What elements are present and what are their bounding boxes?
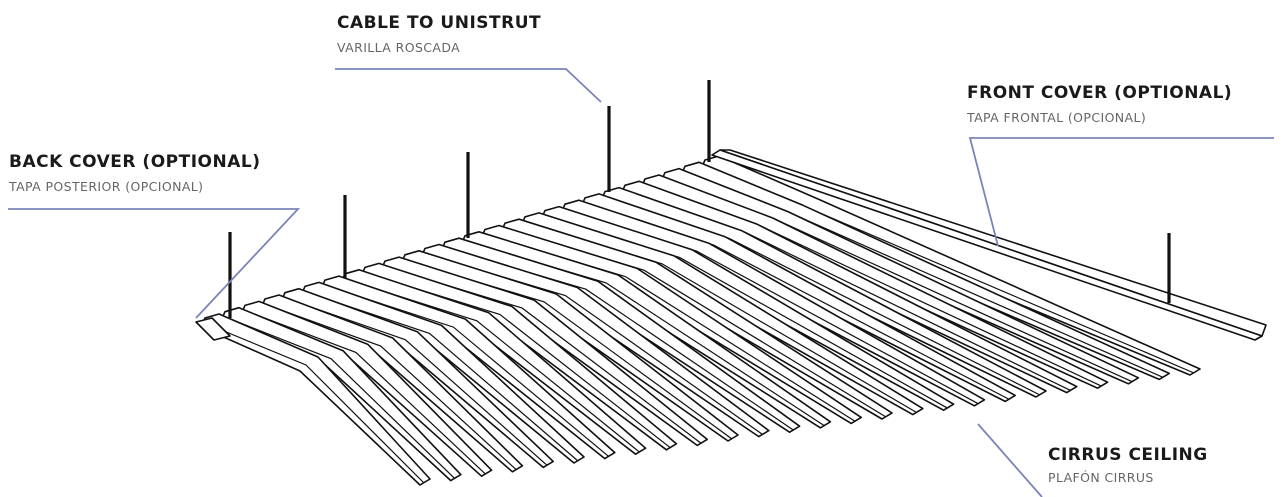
callout-front-cover: FRONT COVER (OPTIONAL) TAPA FRONTAL (OPC… [966,83,1232,125]
callout-cable: CABLE TO UNISTRUT VARILLA ROSCADA [337,13,541,55]
leader-back-cover [8,208,301,319]
leader-front-cover [968,137,1274,247]
front-cover-subtitle: TAPA FRONTAL (OPCIONAL) [966,110,1146,125]
blade-edge [246,310,487,475]
back-cover-panel [195,317,231,341]
front-cover-title: FRONT COVER (OPTIONAL) [967,83,1232,103]
callout-ceiling: CIRRUS CEILING PLAFÓN CIRRUS [1048,445,1208,485]
back-cover-subtitle: TAPA POSTERIOR (OPCIONAL) [8,179,203,194]
leader-lines [8,68,1274,497]
front-cover-panel [711,149,1267,341]
callout-back-cover: BACK COVER (OPTIONAL) TAPA POSTERIOR (OP… [8,152,260,194]
leader-cable [335,68,602,103]
ceiling-subtitle: PLAFÓN CIRRUS [1048,470,1154,485]
cable-title: CABLE TO UNISTRUT [337,13,541,33]
blade-edge [206,323,425,484]
ceiling-title: CIRRUS CEILING [1048,445,1208,465]
leader-ceiling [977,423,1043,497]
back-cover-title: BACK COVER (OPTIONAL) [9,152,260,172]
threaded-rods [228,80,1171,318]
ceiling-blades [200,155,1201,486]
cable-subtitle: VARILLA ROSCADA [337,40,460,55]
blade-edge [226,317,456,480]
